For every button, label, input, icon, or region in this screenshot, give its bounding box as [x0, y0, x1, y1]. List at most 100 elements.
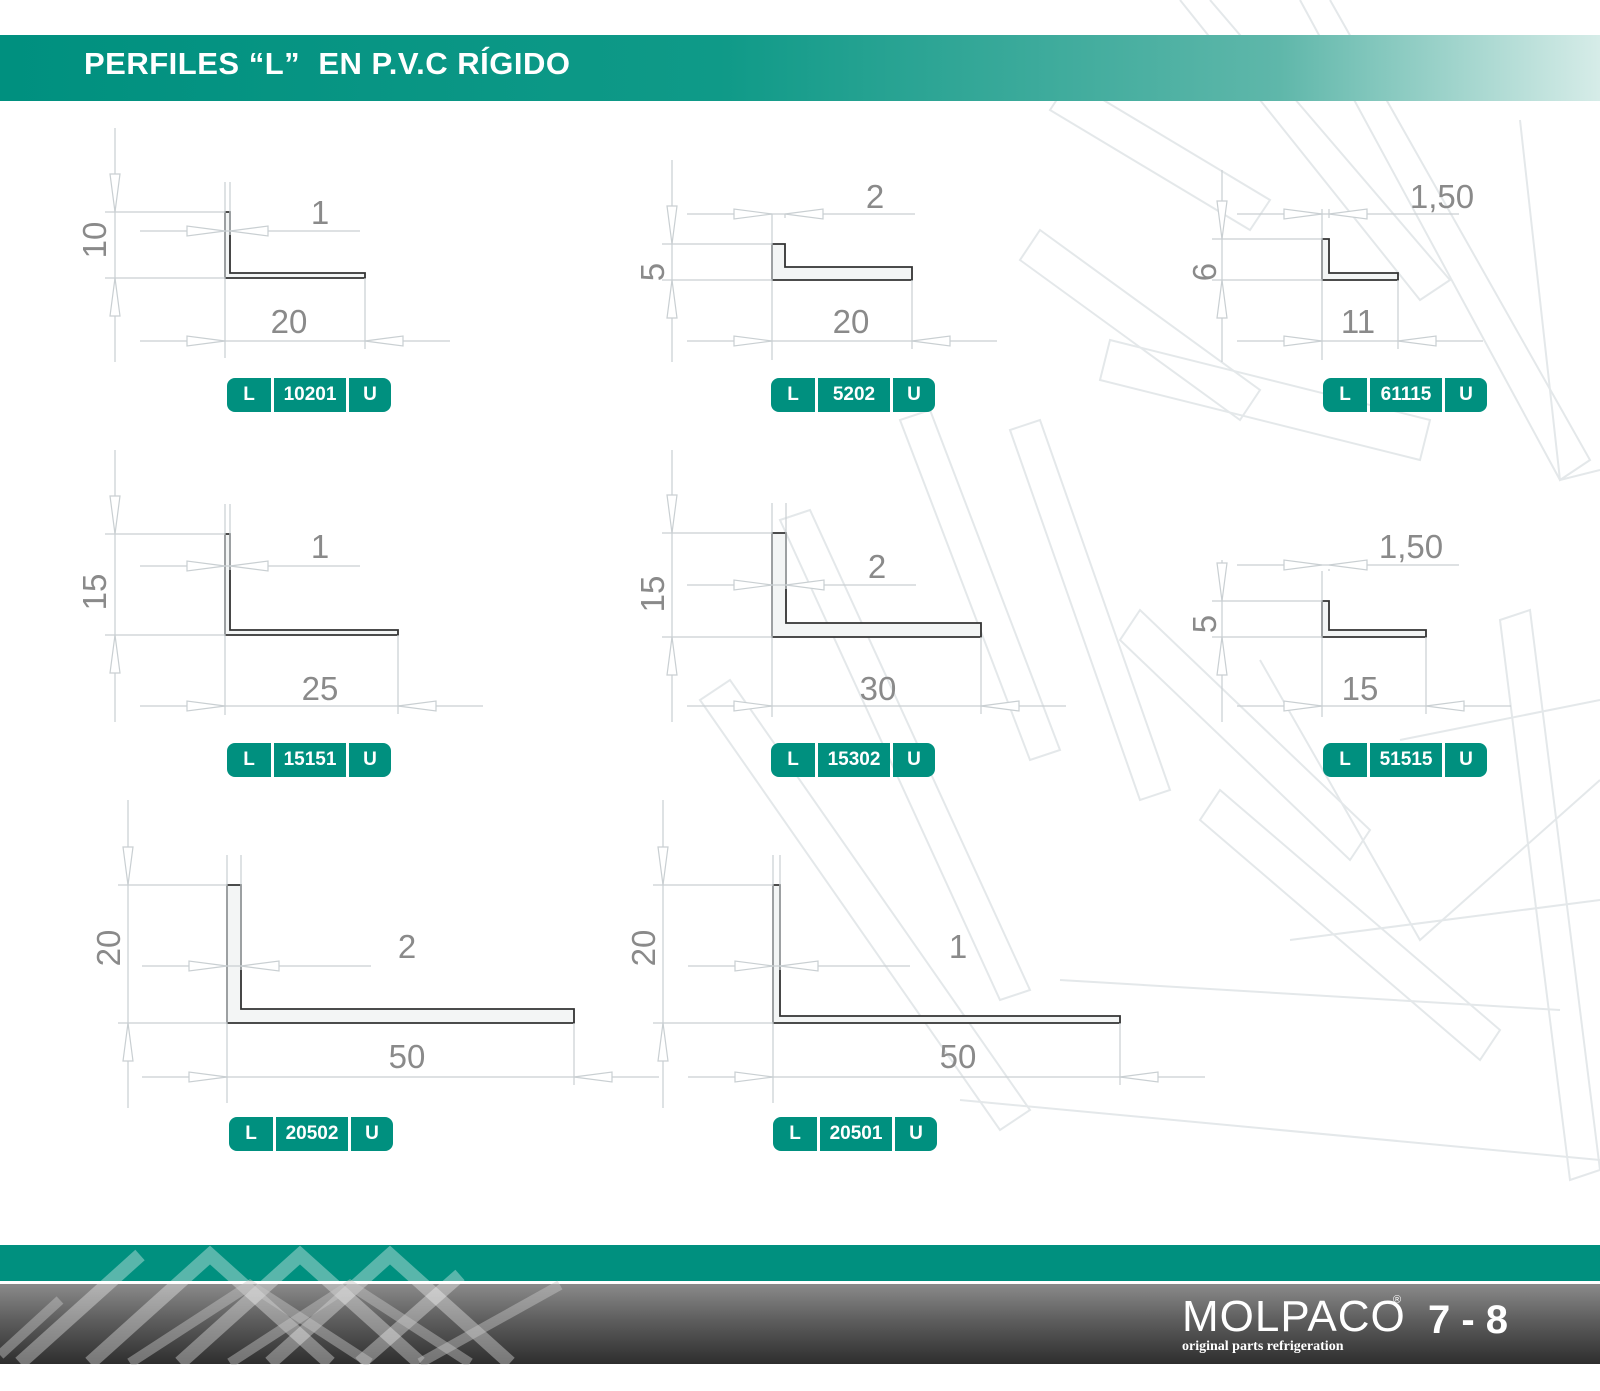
dimension-arrow	[229, 560, 269, 572]
dimension-arrow	[1216, 279, 1228, 319]
badge-suffix: U	[349, 378, 391, 412]
l-profile-shape	[772, 884, 1121, 1024]
badge-suffix: U	[351, 1117, 393, 1151]
dimension-arrow	[980, 700, 1020, 712]
dimension-arrow	[364, 335, 404, 347]
dimension-arrow	[734, 960, 774, 972]
dimension-arrow	[1283, 208, 1323, 220]
height-label: 6	[1186, 263, 1223, 281]
product-badge-10201: L 10201 U	[227, 378, 391, 412]
dimension-arrow	[784, 208, 824, 220]
thickness-label: 1	[311, 528, 329, 565]
badge-suffix: U	[895, 1117, 937, 1151]
height-label: 20	[625, 930, 662, 967]
badge-code: 15302	[818, 743, 890, 777]
dimension-arrow	[1283, 559, 1323, 571]
width-label: 20	[271, 303, 308, 340]
dimension-arrow	[666, 636, 678, 676]
badge-prefix: L	[227, 378, 271, 412]
product-badge-15151: L 15151 U	[227, 743, 391, 777]
l-profile-shape	[224, 211, 366, 279]
page-number: 7 - 8	[1428, 1298, 1509, 1342]
thickness-label: 2	[866, 178, 884, 215]
height-label: 15	[76, 574, 113, 611]
height-label: 10	[76, 222, 113, 259]
product-badge-5202: L 5202 U	[771, 378, 935, 412]
dimension-arrow	[1328, 208, 1368, 220]
width-label: 20	[833, 303, 870, 340]
dimension-arrow	[397, 700, 437, 712]
dimension-arrow	[779, 960, 819, 972]
dimension-arrow	[666, 279, 678, 319]
dimension-arrow	[785, 579, 825, 591]
badge-suffix: U	[1445, 378, 1487, 412]
l-profile-shape	[1321, 600, 1427, 638]
width-label: 50	[389, 1038, 426, 1075]
dimension-arrow	[1425, 700, 1465, 712]
badge-prefix: L	[227, 743, 271, 777]
dimension-arrow	[186, 560, 226, 572]
badge-prefix: L	[229, 1117, 273, 1151]
dimension-arrow	[573, 1071, 613, 1083]
dimension-arrow	[666, 494, 678, 534]
dimension-arrow	[733, 700, 773, 712]
thickness-label: 2	[398, 928, 416, 965]
dimension-arrow	[1216, 200, 1228, 240]
badge-code: 20502	[276, 1117, 348, 1151]
product-badge-20502: L 20502 U	[229, 1117, 393, 1151]
thickness-label: 1,50	[1379, 528, 1443, 565]
dimension-arrow	[733, 579, 773, 591]
dimension-arrow	[657, 846, 669, 886]
badge-code: 20501	[820, 1117, 892, 1151]
dimension-arrow	[1283, 700, 1323, 712]
dimension-arrow	[1216, 636, 1228, 676]
dimension-arrow	[186, 335, 226, 347]
registered-mark: ®	[1393, 1294, 1402, 1306]
dimension-arrow	[229, 225, 269, 237]
product-badge-51515: L 51515 U	[1323, 743, 1487, 777]
dimension-arrow	[734, 1071, 774, 1083]
width-label: 25	[302, 670, 339, 707]
dimension-arrow	[1119, 1071, 1159, 1083]
dimension-arrow	[122, 1022, 134, 1062]
thickness-label: 1	[311, 194, 329, 231]
badge-code: 51515	[1370, 743, 1442, 777]
footer-dark-band	[0, 1284, 1600, 1364]
product-badge-61115: L 61115 U	[1323, 378, 1487, 412]
footer-teal-band	[0, 1245, 1600, 1281]
thickness-label: 1	[949, 928, 967, 965]
height-label: 5	[1186, 615, 1223, 633]
dimension-arrow	[657, 1022, 669, 1062]
height-label: 15	[634, 576, 671, 613]
dimension-arrow	[666, 205, 678, 245]
dimension-arrow	[186, 700, 226, 712]
dimension-arrow	[240, 960, 280, 972]
badge-code: 61115	[1370, 378, 1442, 412]
badge-prefix: L	[773, 1117, 817, 1151]
l-profile-shape	[771, 243, 913, 281]
badge-prefix: L	[771, 378, 815, 412]
badge-suffix: U	[349, 743, 391, 777]
badge-code: 15151	[274, 743, 346, 777]
dimension-arrow	[188, 1071, 228, 1083]
dimension-arrow	[1283, 335, 1323, 347]
badge-suffix: U	[893, 378, 935, 412]
product-badge-15302: L 15302 U	[771, 743, 935, 777]
height-label: 5	[634, 263, 671, 281]
l-profile-shape	[1321, 238, 1399, 281]
dimension-arrow	[109, 495, 121, 535]
dimension-arrow	[733, 335, 773, 347]
product-badge-20501: L 20501 U	[773, 1117, 937, 1151]
dimension-arrow	[1216, 562, 1228, 602]
dimension-arrow	[109, 634, 121, 674]
width-label: 15	[1342, 670, 1379, 707]
badge-suffix: U	[893, 743, 935, 777]
dimension-arrow	[1397, 335, 1437, 347]
badge-suffix: U	[1445, 743, 1487, 777]
dimension-arrow	[186, 225, 226, 237]
brand-tagline: original parts refrigeration	[1182, 1339, 1344, 1354]
dimension-arrow	[733, 208, 773, 220]
dimension-arrow	[109, 277, 121, 317]
